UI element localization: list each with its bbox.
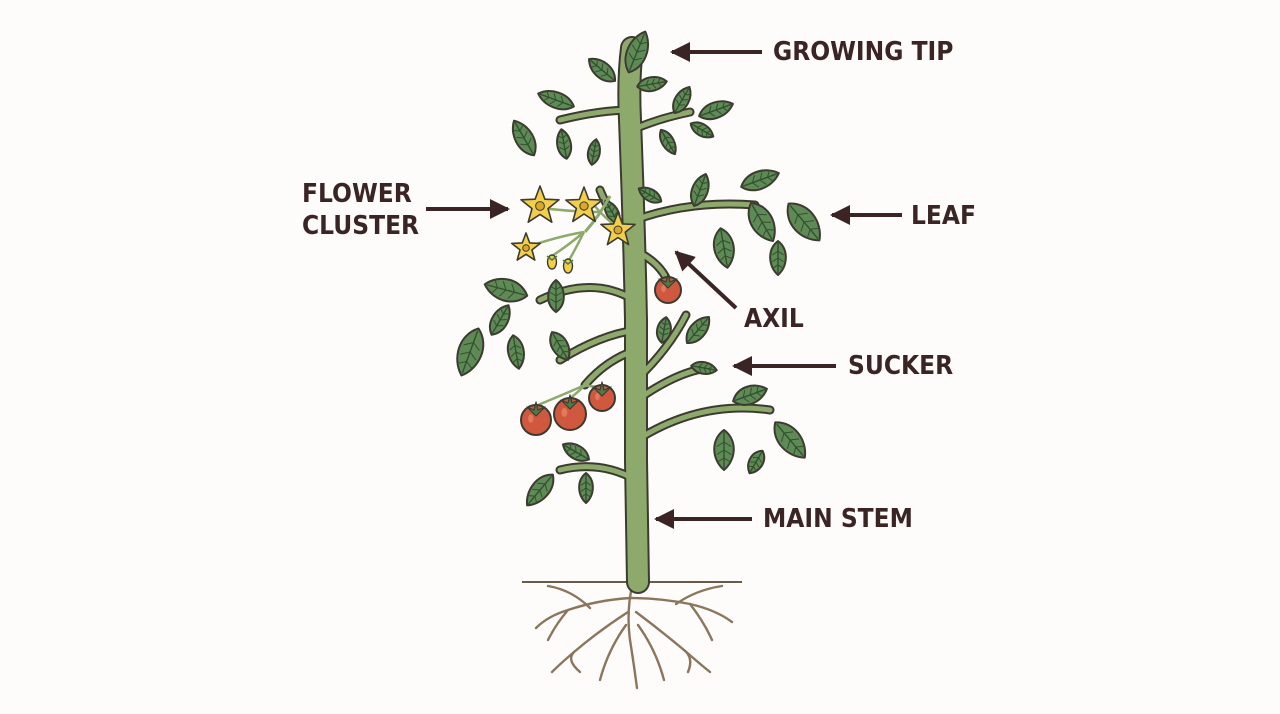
leaf-20 <box>483 277 529 303</box>
leaf-3 <box>636 76 668 93</box>
leaf-14 <box>747 201 776 243</box>
leaf-23 <box>456 327 485 377</box>
tomato-fruit-4 <box>588 381 616 412</box>
leaf-12 <box>690 173 710 207</box>
fruits <box>520 273 682 436</box>
flower-cluster <box>510 185 636 274</box>
leaf-15 <box>786 202 821 242</box>
flower-1 <box>520 185 560 223</box>
tomato-fruit-2 <box>520 401 552 436</box>
leaf-13 <box>740 169 780 192</box>
leaf-17 <box>769 240 787 276</box>
label-flower-cluster: FLOWER CLUSTER <box>302 178 419 242</box>
leaf-1 <box>624 30 650 74</box>
leaf-10 <box>689 121 715 139</box>
label-leaf: LEAF <box>911 201 976 231</box>
leaf-22 <box>489 304 511 336</box>
label-flower-cluster-line-2: CLUSTER <box>302 211 420 241</box>
flower-3 <box>600 211 636 246</box>
leaf-11 <box>659 128 677 156</box>
leaf-25 <box>549 331 571 361</box>
label-axil: AXIL <box>744 304 804 334</box>
label-flower-cluster-line-1: FLOWER <box>302 179 412 209</box>
leaf-33 <box>562 442 590 462</box>
leaf-35 <box>578 472 594 504</box>
leaf-28 <box>690 360 718 375</box>
flower-4 <box>510 232 542 261</box>
label-sucker: SUCKER <box>848 351 954 381</box>
leaf-7 <box>586 138 601 166</box>
leaf-9 <box>698 100 734 121</box>
leaf-29 <box>732 384 768 406</box>
leaf-32 <box>747 449 766 475</box>
leaves <box>456 30 821 507</box>
leaf-26 <box>655 316 672 344</box>
pedicel-6 <box>566 231 586 263</box>
leaf-4 <box>537 90 575 111</box>
leaf-27 <box>685 315 711 345</box>
leaf-21 <box>547 279 565 313</box>
leaf-6 <box>556 128 573 160</box>
label-main-stem: MAIN STEM <box>763 504 913 534</box>
tomato-fruit-3 <box>553 394 587 431</box>
bud-2 <box>562 258 574 274</box>
leaf-8 <box>672 86 692 114</box>
leaf-34 <box>526 473 555 507</box>
callout-arrows <box>426 42 902 529</box>
leaf-30 <box>773 421 807 459</box>
leaf-5 <box>511 119 537 157</box>
leaf-2 <box>587 57 617 83</box>
flower-stalk <box>583 195 612 233</box>
leaf-31 <box>713 429 735 471</box>
label-growing-tip: GROWING TIP <box>773 37 954 67</box>
arrow-axil <box>674 250 738 310</box>
bud-1 <box>546 254 558 270</box>
leaf-18 <box>637 186 663 204</box>
flower-2 <box>565 186 603 223</box>
roots <box>534 580 734 690</box>
leaf-16 <box>712 227 735 269</box>
tomato-fruit-1 <box>654 273 682 304</box>
leaf-24 <box>506 334 525 370</box>
stems <box>535 36 775 594</box>
